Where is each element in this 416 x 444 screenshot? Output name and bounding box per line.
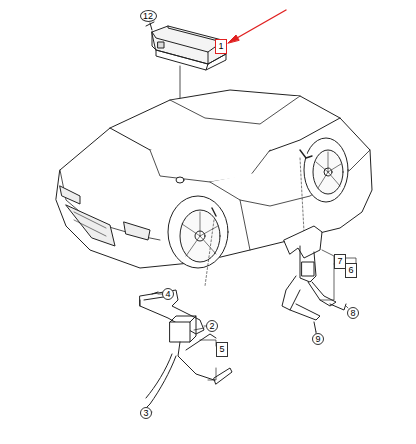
callout-number: 8 — [347, 307, 359, 319]
front-level-sensor — [140, 220, 232, 408]
callout-number: 6 — [345, 263, 357, 278]
callout-number: 2 — [206, 320, 218, 332]
callout-number: 1 — [215, 39, 227, 54]
pointer-arrow — [230, 10, 286, 42]
callout-number: 9 — [312, 333, 324, 345]
callout-number: 4 — [162, 288, 174, 300]
car-body — [56, 90, 372, 268]
pointer-arrowhead — [228, 35, 239, 43]
rear-level-sensor — [282, 158, 346, 332]
leader-lines — [150, 294, 216, 412]
leader-lines — [316, 250, 356, 334]
callout-number: 5 — [216, 342, 228, 357]
callout-number: 12 — [140, 10, 157, 22]
control-module — [146, 22, 226, 70]
callout-number: 3 — [140, 407, 152, 419]
